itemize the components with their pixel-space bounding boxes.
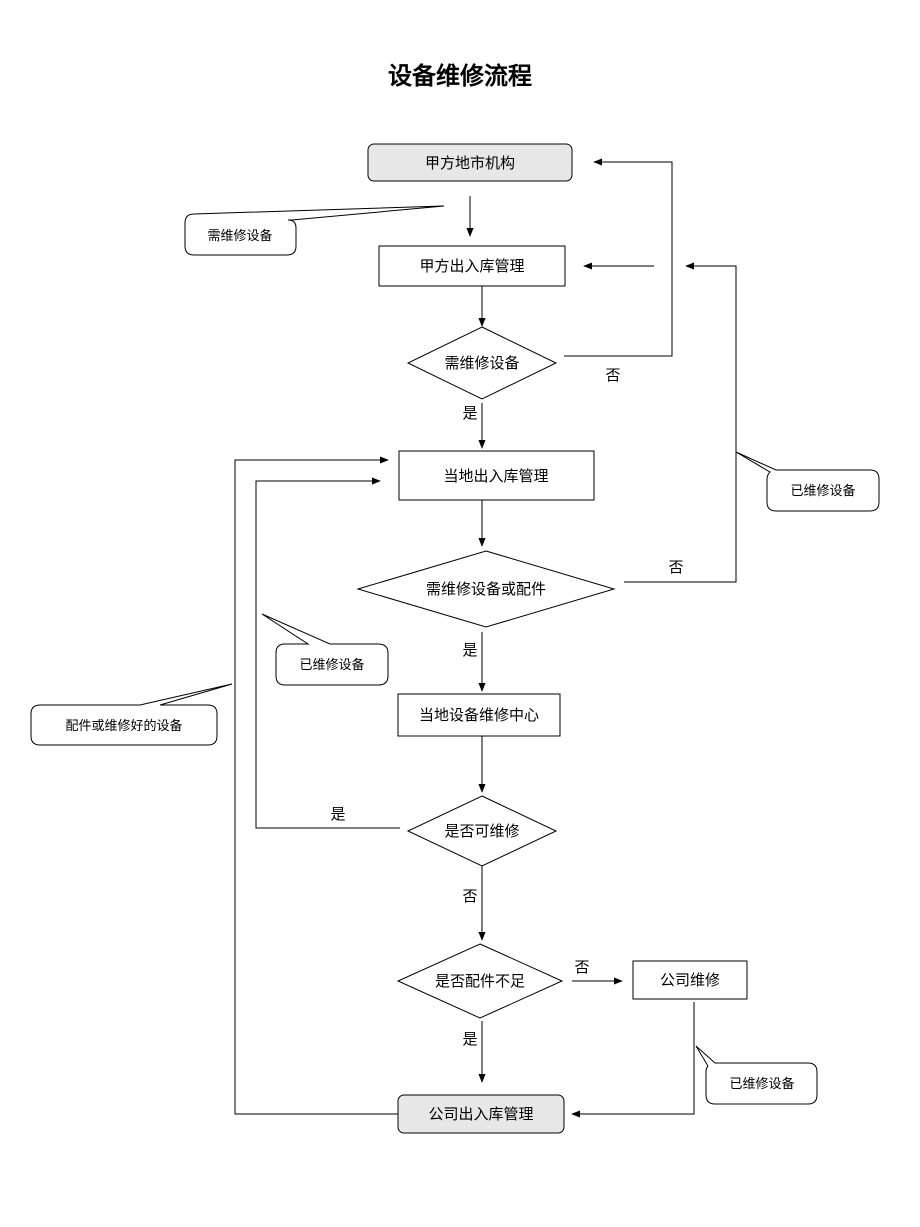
node-local-stock: 当地出入库管理 [398, 450, 595, 501]
decision-parts-short: 是否配件不足 [396, 943, 564, 1019]
edge-label-no-3: 否 [462, 887, 477, 905]
decision-need-repair-or-parts: 需维修设备或配件 [356, 550, 616, 628]
node-company-repair-text: 公司维修 [660, 971, 720, 989]
node-party-a-stock-text: 甲方出入库管理 [419, 257, 524, 275]
decision-need-repair-text: 需维修设备 [444, 354, 519, 372]
arrow-company-stock-back [234, 456, 398, 1115]
edge-label-yes-4: 是 [462, 1030, 477, 1048]
arrow-decision1-no-back [564, 158, 673, 357]
edge-label-yes-1: 是 [462, 404, 477, 422]
edge-labels: 否 是 否 是 是 否 否 是 [330, 366, 683, 1048]
callout-repaired-bottom-text: 已维修设备 [729, 1076, 794, 1092]
callout-repaired-bottom: 已维修设备 [695, 1045, 818, 1105]
node-local-repair-center-text: 当地设备维修中心 [419, 706, 539, 724]
edge-label-no-4: 否 [574, 958, 589, 976]
edge-label-no-2: 否 [668, 558, 683, 576]
callout-repaired-left: 已维修设备 [261, 613, 389, 686]
edge-label-yes-2: 是 [462, 641, 477, 659]
arrow-decision3-yes-back [255, 477, 400, 829]
node-company-repair: 公司维修 [632, 960, 748, 1000]
arrow-company-repair-to-stock [571, 1002, 695, 1118]
node-company-stock: 公司出入库管理 [397, 1094, 565, 1134]
node-local-stock-text: 当地出入库管理 [443, 467, 548, 485]
decision-need-repair-or-parts-text: 需维修设备或配件 [426, 580, 546, 598]
decision-need-repair: 需维修设备 [406, 326, 558, 400]
decision-repairable-text: 是否可维修 [444, 822, 519, 840]
node-local-repair-center: 当地设备维修中心 [397, 693, 561, 737]
callout-repaired-right: 已维修设备 [735, 451, 880, 512]
arrow-decision2-no-back [624, 262, 737, 583]
callout-repaired-right-text: 已维修设备 [790, 483, 855, 499]
node-party-a-city-text: 甲方地市机构 [425, 154, 515, 172]
connectors [234, 158, 737, 1118]
callout-parts-or-repaired-text: 配件或维修好的设备 [65, 718, 182, 734]
callout-need-repair-device-text: 需维修设备 [207, 228, 272, 244]
node-party-a-stock: 甲方出入库管理 [378, 245, 566, 287]
decision-parts-short-text: 是否配件不足 [435, 972, 525, 990]
edge-label-yes-3: 是 [330, 805, 345, 823]
callout-repaired-left-text: 已维修设备 [299, 657, 364, 673]
page-title: 设备维修流程 [388, 62, 532, 90]
node-company-stock-text: 公司出入库管理 [428, 1105, 533, 1123]
node-party-a-city: 甲方地市机构 [367, 143, 573, 182]
decision-repairable: 是否可维修 [406, 795, 558, 867]
edge-label-no-1: 否 [605, 366, 620, 384]
callout-parts-or-repaired: 配件或维修好的设备 [30, 683, 233, 746]
callout-need-repair-device: 需维修设备 [184, 205, 445, 256]
